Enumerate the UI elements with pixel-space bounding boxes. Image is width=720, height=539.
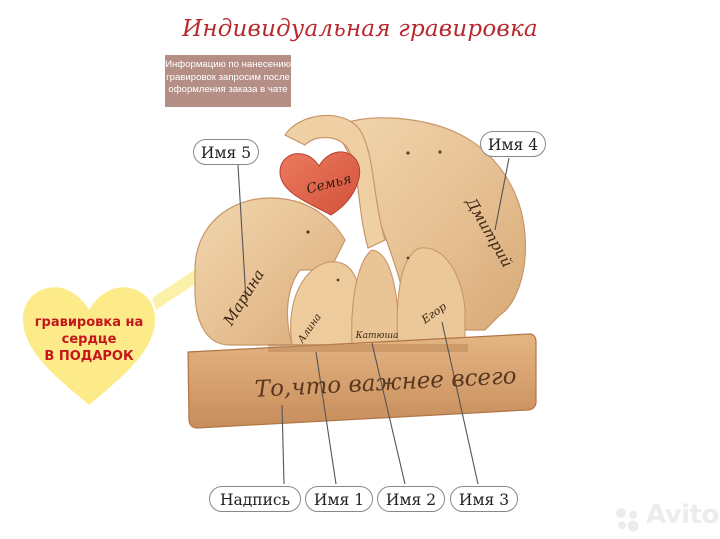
label-name-4: Имя 4 (480, 131, 546, 157)
promo-heart-shape (22, 287, 156, 405)
label-name-3: Имя 3 (450, 486, 518, 512)
right-elephant (334, 117, 527, 331)
promo-line-2: сердце (61, 332, 117, 347)
left-elephant (194, 197, 346, 346)
avito-logo-icon (616, 508, 639, 532)
calf-3 (396, 247, 466, 346)
label-name-2: Имя 2 (377, 486, 445, 512)
label-name-1: Имя 1 (305, 486, 373, 512)
wooden-base (187, 333, 537, 429)
promo-line-1: гравировка на (34, 315, 144, 330)
label-inscription: Надпись (209, 486, 301, 512)
page-title: Индивидуальная гравировка (182, 16, 538, 42)
trunk-arch (284, 115, 386, 249)
promo-heart-text: гравировка на сердце В ПОДАРОК (22, 314, 156, 365)
info-note: Информацию по нанесению гравировок запро… (165, 55, 291, 107)
avito-watermark: Avito (646, 500, 719, 530)
base-slot (268, 344, 468, 352)
heart-piece (279, 151, 361, 216)
promo-line-3: В ПОДАРОК (44, 349, 134, 364)
leader-lines (237, 157, 510, 485)
calf2-engraving: Катюша (355, 331, 399, 341)
label-name-5: Имя 5 (193, 139, 259, 165)
